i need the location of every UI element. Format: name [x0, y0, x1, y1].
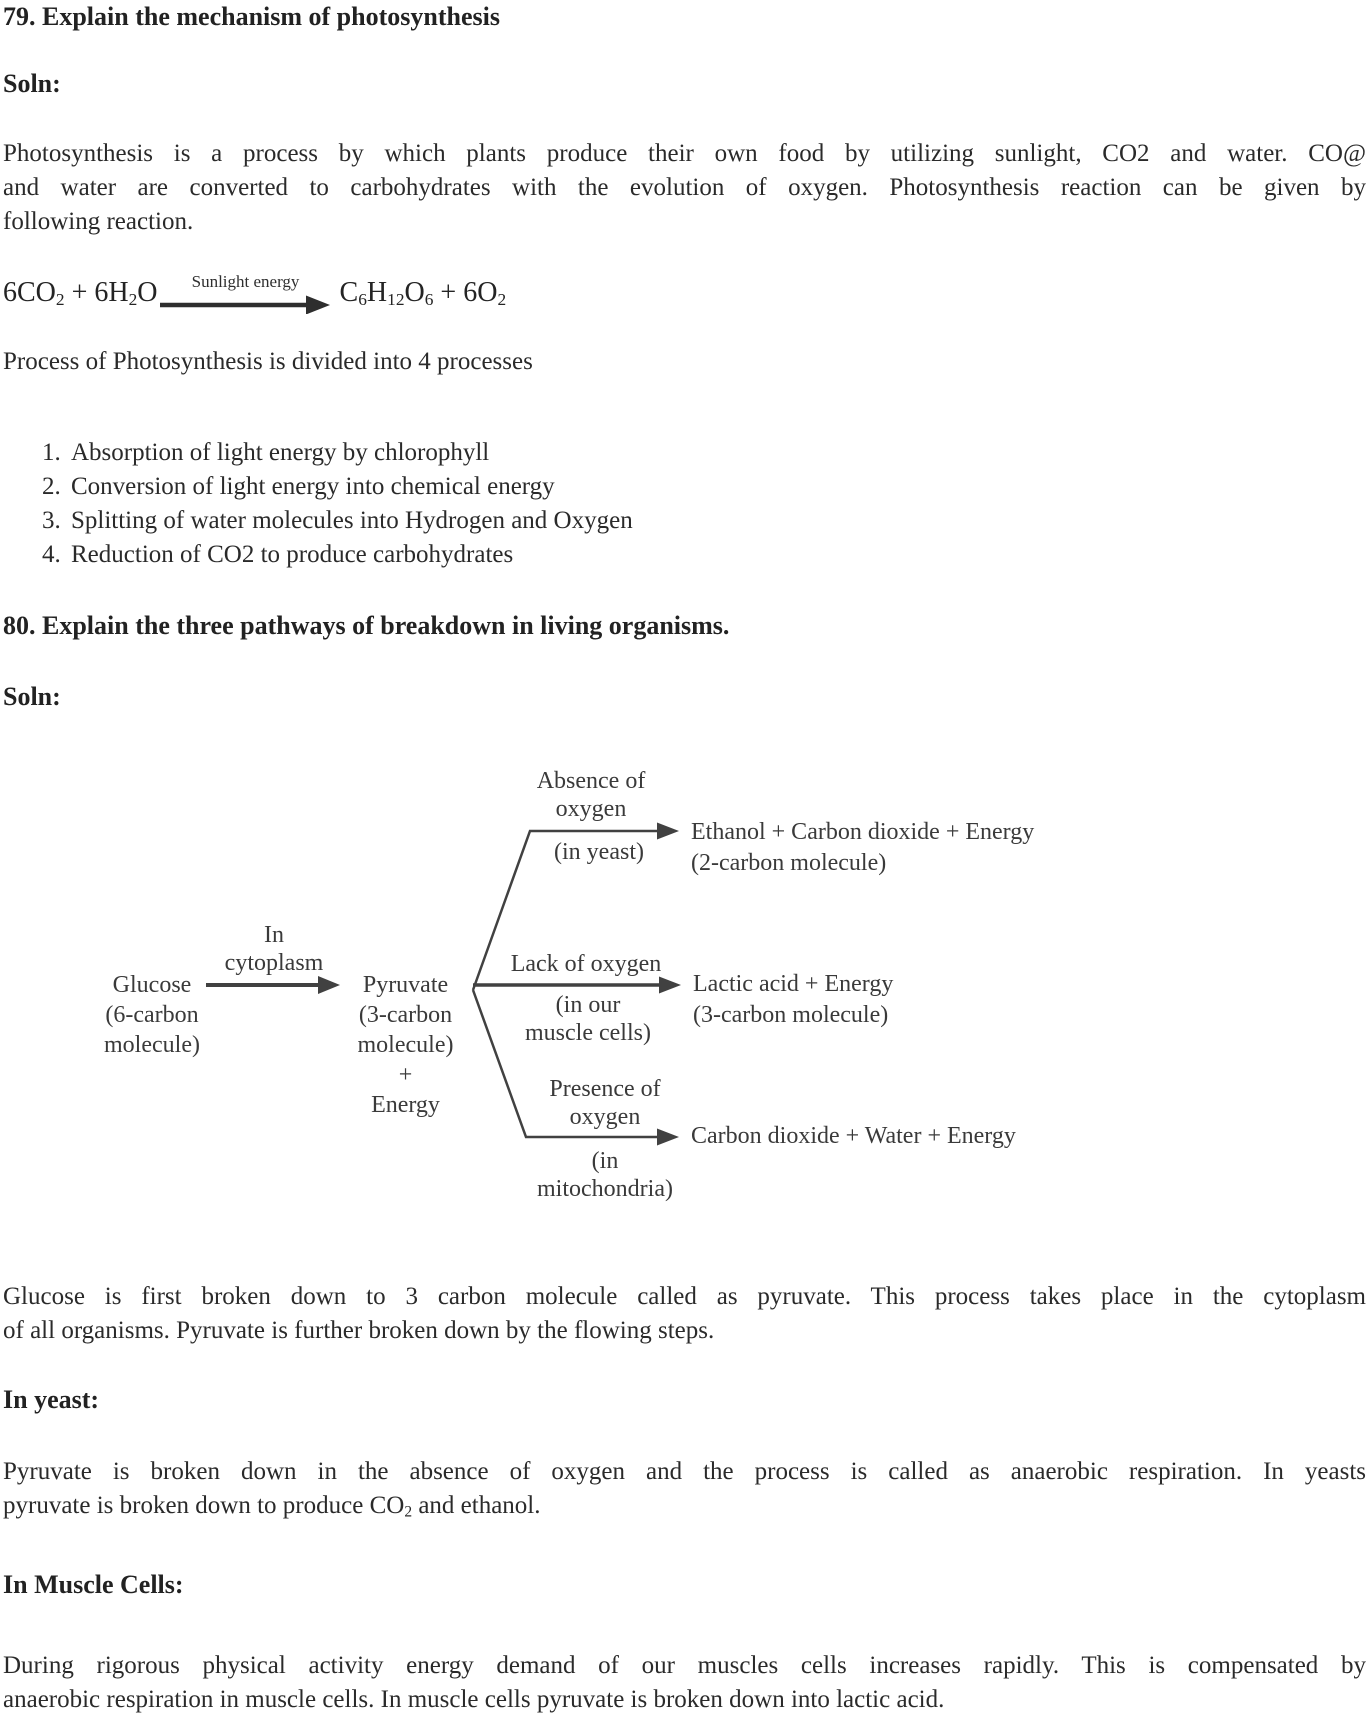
equation-products: C6H12O6 + 6O2 — [339, 276, 507, 309]
equation-reactants: 6CO2 + 6H2O — [3, 276, 158, 309]
branch-yeast-result: Ethanol + Carbon dioxide + Energy(2-carb… — [691, 819, 1035, 876]
reaction-arrow: Sunlight energy — [159, 272, 332, 314]
yeast-paragraph-line: Pyruvate is broken down in the absence o… — [3, 1458, 1366, 1485]
reaction-arrow-label: Sunlight energy — [191, 272, 300, 291]
list-item: 2. Conversion of light energy into chemic… — [3, 470, 1368, 504]
list-item-marker: 2. — [42, 473, 61, 500]
list-item-text: Splitting of water molecules into Hydrog… — [71, 507, 633, 534]
list-item-text: Reduction of CO2 to produce carbohydrate… — [71, 541, 514, 568]
list-item-marker: 4. — [42, 541, 61, 568]
branch-yeast-location-label: (in yeast) — [554, 839, 644, 865]
yeast-paragraph: Pyruvate is broken down in the absence o… — [3, 1455, 1366, 1529]
list-item-text: Absorption of light energy by chlorophyl… — [71, 439, 490, 466]
branch-mitochondria-result: Carbon dioxide + Water + Energy — [691, 1123, 1016, 1149]
solution-80-label: Soln: — [3, 682, 61, 711]
in-muscle-cells-heading: In Muscle Cells: — [3, 1570, 184, 1600]
question-80-heading: 80. Explain the three pathways of breakd… — [3, 611, 730, 640]
question-79-heading: 79. Explain the mechanism of photosynthe… — [3, 2, 500, 31]
glucose-breakdown-paragraph: Glucose is first broken down to 3 carbon… — [3, 1283, 1366, 1344]
branch-muscle-result: Lactic acid + Energy(3-carbon molecule) — [693, 971, 894, 1028]
process-intro-line: Process of Photosynthesis is divided int… — [3, 348, 533, 375]
list-item-marker: 1. — [42, 439, 61, 466]
in-yeast-heading: In yeast: — [3, 1385, 100, 1414]
solution-79-label: Soln: — [3, 69, 61, 98]
yeast-paragraph-line: pyruvate is broken down to produce CO2 a… — [3, 1492, 541, 1521]
photosynthesis-steps-list: 1. Absorption of light energy by chloroph… — [3, 436, 1368, 572]
list-item: 3. Splitting of water molecules into Hydr… — [3, 504, 1368, 538]
reaction-arrow-icon — [159, 295, 330, 314]
muscle-paragraph: During rigorous physical activity energy… — [3, 1652, 1366, 1714]
list-item-text: Conversion of light energy into chemical… — [71, 473, 555, 500]
photosynthesis-equation: 6CO2 + 6H2O Sunlight energy C6H12O6 + 6O… — [3, 272, 1368, 314]
list-item-marker: 3. — [42, 507, 61, 534]
photosynthesis-intro-paragraph: Photosynthesis is a process by which pla… — [3, 140, 1366, 235]
list-item: 1. Absorption of light energy by chloroph… — [3, 436, 1368, 470]
pathway-diagram-lines — [206, 822, 681, 1146]
branch-muscle-condition-label: Lack of oxygen — [510, 951, 662, 977]
list-item: 4. Reduction of CO2 to produce carbohydra… — [3, 538, 1368, 572]
